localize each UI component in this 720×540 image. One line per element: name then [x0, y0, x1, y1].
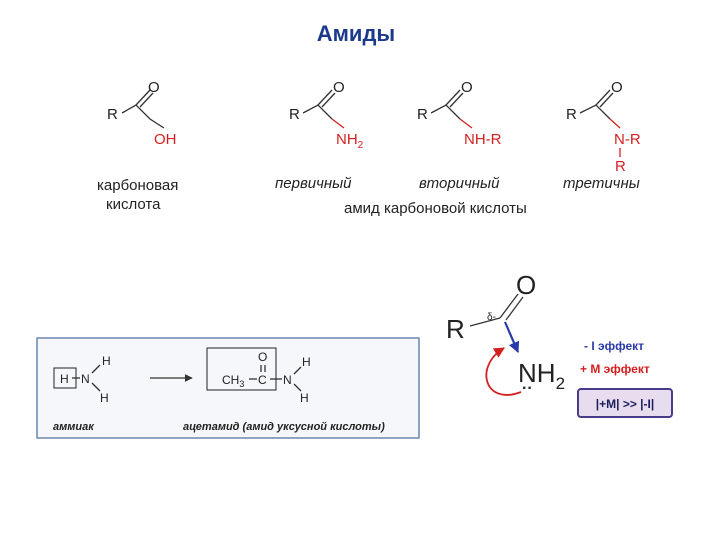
bond	[459, 118, 473, 129]
atom-r: R	[107, 106, 118, 123]
delta-minus: δ-	[487, 312, 496, 323]
bond	[445, 89, 461, 106]
amide-caption: амид карбоновой кислоты	[344, 200, 527, 217]
atom-h-top: H	[102, 354, 111, 368]
comparison-text: |+M| >> |-I|	[596, 397, 654, 411]
atom-o: O	[333, 79, 345, 96]
page-title: Амиды	[317, 21, 395, 46]
bond	[317, 89, 333, 106]
atom-ch3: CH3	[222, 373, 244, 389]
bond	[139, 92, 154, 108]
bond	[302, 104, 333, 120]
ammonia-acetamide-box: H N H H O CH3 C N H H аммиак ацетамид (а…	[36, 337, 420, 439]
bond	[293, 383, 302, 392]
bond	[135, 89, 151, 106]
bond	[91, 382, 101, 392]
tertiary-amide-structure: R O N-R R	[566, 79, 641, 175]
secondary-amide-structure: R O NH-R	[417, 79, 502, 148]
nh-text: NH	[518, 358, 556, 388]
primary-label: первичный	[275, 175, 352, 192]
nh-text: NH	[336, 131, 358, 148]
atom-nh2: NH2	[336, 131, 364, 151]
atom-r: R	[417, 106, 428, 123]
tertiary-label: третичны	[563, 175, 640, 192]
box-frame	[36, 337, 420, 439]
atom-r: R	[289, 106, 300, 123]
bond-c-o-double	[505, 296, 524, 321]
bond-r-c	[469, 317, 501, 327]
atom-r-lower: R	[615, 158, 626, 175]
atom-r: R	[566, 106, 577, 123]
bond	[595, 89, 611, 106]
atom-o: O	[611, 79, 623, 96]
acid-label-line2: кислота	[106, 196, 161, 213]
ammonia-label: аммиак	[53, 421, 95, 433]
atom-n: N	[81, 372, 90, 386]
atom-n: N	[283, 373, 292, 387]
c-n-inductive-arrow	[503, 321, 520, 354]
atom-oh: OH	[154, 131, 177, 148]
bond	[449, 92, 464, 108]
bond	[579, 104, 611, 120]
atom-o: O	[148, 79, 160, 96]
atom-o: O	[516, 270, 536, 300]
bond	[293, 366, 302, 375]
mesomeric-arrow	[485, 347, 522, 396]
amide-resonance-diagram: R O δ- NH2 ·· - I эффект + M эффект |+M|…	[446, 270, 673, 418]
bond-c-o	[499, 293, 519, 319]
atom-c: C	[258, 373, 267, 387]
bond	[331, 118, 345, 129]
atom-h-top: H	[302, 355, 311, 369]
atom-nr: N-R	[614, 131, 641, 148]
subscript: 2	[556, 374, 565, 393]
ch-text: CH	[222, 373, 239, 387]
atom-o: O	[461, 79, 473, 96]
atom-h-left: H	[60, 372, 69, 386]
bond	[599, 92, 614, 108]
atom-nhr: NH-R	[464, 131, 502, 148]
bond	[321, 92, 336, 108]
atom-o: O	[258, 350, 267, 364]
lone-pair: ··	[522, 380, 533, 397]
acid-label-line1: карбоновая	[97, 177, 178, 194]
atom-nh2: NH2	[518, 358, 565, 393]
bond	[91, 364, 101, 374]
subscript: 3	[239, 379, 244, 389]
atom-r: R	[446, 314, 465, 344]
atom-h-bottom: H	[100, 391, 109, 405]
acetamide-label: ацетамид (амид уксусной кислоты)	[183, 421, 385, 433]
minus-i-effect: - I эффект	[584, 339, 644, 353]
bond	[121, 104, 165, 129]
bond	[609, 118, 621, 129]
comparison-box	[577, 388, 673, 418]
primary-amide-structure: R O NH2	[289, 79, 364, 151]
secondary-label: вторичный	[419, 175, 500, 192]
plus-m-effect: + M эффект	[580, 362, 650, 376]
bond	[430, 104, 461, 120]
atom-h-bottom: H	[300, 391, 309, 405]
subscript: 2	[358, 140, 364, 151]
carboxylic-acid-structure: R O OH	[107, 79, 177, 148]
acyl-highlight	[206, 347, 277, 391]
